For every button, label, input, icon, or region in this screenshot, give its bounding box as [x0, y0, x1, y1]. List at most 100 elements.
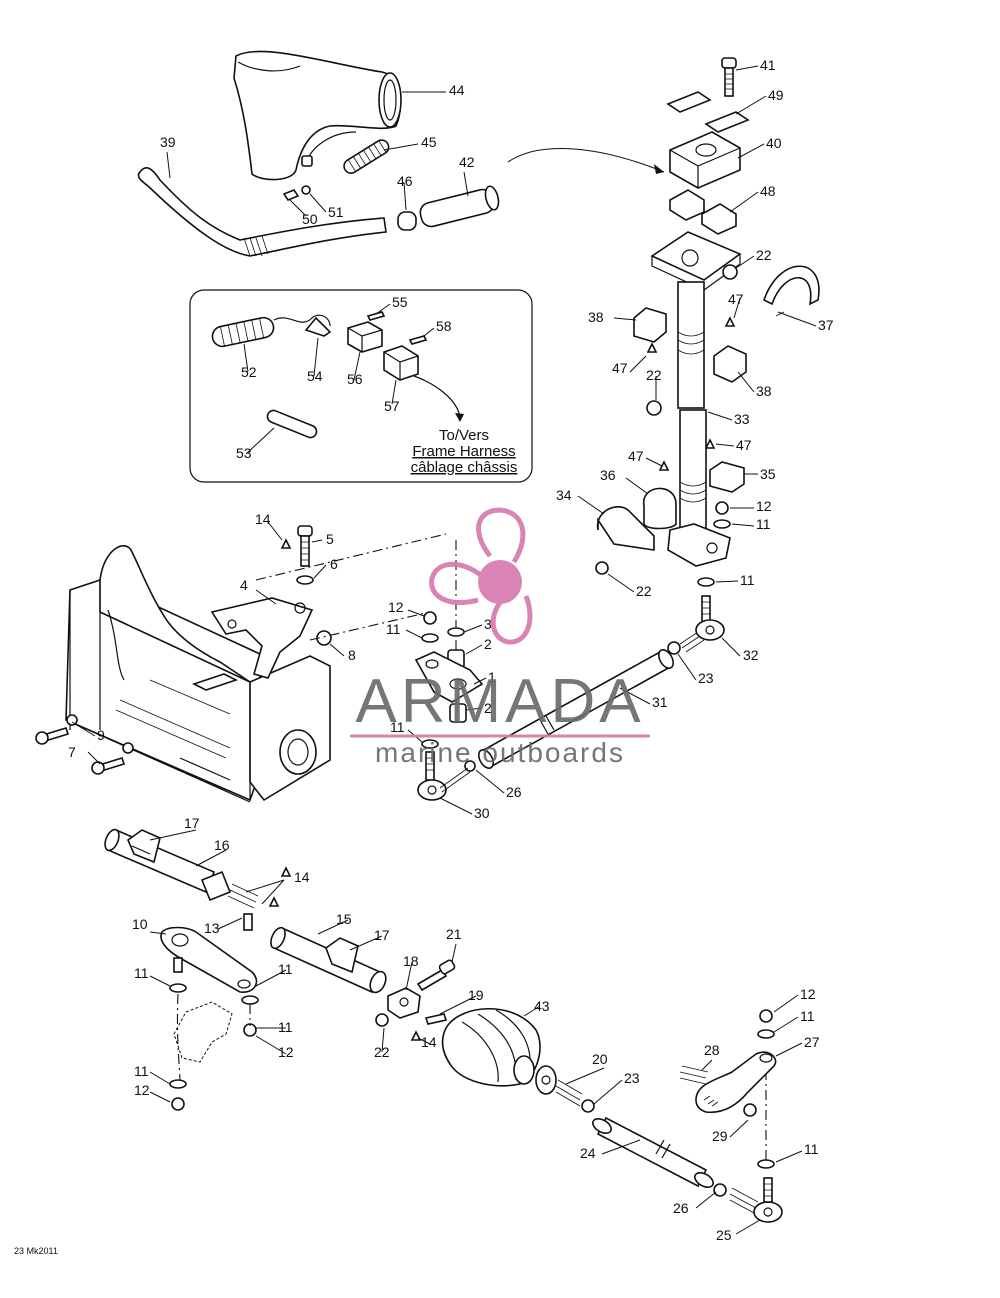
lower-shaft-group: [104, 828, 595, 1113]
inset-note: To/Vers Frame Harness câblage châssis: [411, 427, 518, 476]
watermark-brand: ARMADA: [355, 667, 644, 736]
harness-inset: [189, 289, 533, 483]
figure-code: 23 Mk2011: [14, 1246, 58, 1256]
watermark-tagline: marine outboards: [375, 737, 625, 768]
callout-47: 47: [628, 448, 644, 464]
handlebar-cover: [233, 50, 402, 181]
callout-14: 14: [421, 1034, 437, 1050]
frame-assembly: [35, 525, 457, 803]
callout-45: 45: [421, 134, 437, 150]
callout-24: 24: [580, 1145, 596, 1161]
callout-50: 50: [302, 211, 318, 227]
callout-2: 2: [484, 636, 492, 652]
callout-47: 47: [728, 291, 744, 307]
watermark: ARMADA marine outboards: [350, 507, 650, 768]
callout-11: 11: [386, 621, 401, 637]
callout-11: 11: [278, 1019, 293, 1035]
callout-4: 4: [240, 577, 248, 593]
callout-2: 2: [484, 700, 492, 716]
callout-37: 37: [818, 317, 834, 333]
callout-11: 11: [740, 572, 755, 588]
callout-53: 53: [236, 445, 252, 461]
callout-22: 22: [636, 583, 652, 599]
steering-arm-left: [160, 926, 259, 1111]
callout-6: 6: [330, 556, 338, 572]
inset-note-line2: Frame Harness: [412, 443, 515, 460]
callout-26: 26: [506, 784, 522, 800]
callout-23: 23: [698, 670, 714, 686]
callout-22: 22: [756, 247, 772, 263]
callout-39: 39: [160, 134, 176, 150]
callout-52: 52: [241, 364, 257, 380]
callout-18: 18: [403, 953, 419, 969]
callout-57: 57: [384, 398, 400, 414]
callout-40: 40: [766, 135, 782, 151]
callout-11: 11: [134, 965, 149, 981]
callout-5: 5: [326, 531, 334, 547]
callout-12: 12: [756, 498, 772, 514]
callout-23: 23: [624, 1070, 640, 1086]
callout-11: 11: [390, 719, 405, 735]
callout-54: 54: [307, 368, 323, 384]
steering-arm-right: [679, 1009, 777, 1117]
callout-56: 56: [347, 371, 363, 387]
callout-9: 9: [97, 727, 105, 743]
inset-note-line3: câblage châssis: [411, 459, 518, 476]
propeller-logo-icon: [429, 507, 533, 645]
inset-note-line1: To/Vers: [439, 427, 489, 444]
callout-17: 17: [374, 927, 390, 943]
callout-34: 34: [556, 487, 572, 503]
callout-11: 11: [756, 516, 771, 532]
callout-27: 27: [804, 1034, 820, 1050]
callout-33: 33: [734, 411, 750, 427]
callout-10: 10: [132, 916, 148, 932]
callout-15: 15: [336, 911, 352, 927]
callout-47: 47: [612, 360, 628, 376]
callout-19: 19: [468, 987, 484, 1003]
callout-11: 11: [804, 1141, 819, 1157]
handlebar-group: [137, 50, 665, 257]
callout-11: 11: [278, 961, 293, 977]
callout-30: 30: [474, 805, 490, 821]
callout-12: 12: [278, 1044, 294, 1060]
callout-22: 22: [374, 1044, 390, 1060]
callout-21: 21: [446, 926, 462, 942]
center-linkage: [414, 611, 484, 801]
callout-12: 12: [134, 1082, 150, 1098]
callout-38: 38: [588, 309, 604, 325]
callout-35: 35: [760, 466, 776, 482]
callout-22: 22: [646, 367, 662, 383]
callout-58: 58: [436, 318, 452, 334]
callout-49: 49: [768, 87, 784, 103]
callout-46: 46: [397, 173, 413, 189]
callout-12: 12: [800, 986, 816, 1002]
callout-20: 20: [592, 1051, 608, 1067]
tie-rod-lower: [592, 1070, 783, 1223]
callout-16: 16: [214, 837, 230, 853]
callout-11: 11: [800, 1008, 815, 1024]
callout-25: 25: [716, 1227, 732, 1243]
leader-lines: [71, 65, 817, 1235]
callout-32: 32: [743, 647, 759, 663]
callout-12: 12: [388, 599, 404, 615]
callout-29: 29: [712, 1128, 728, 1144]
callout-51: 51: [328, 204, 344, 220]
callout-17: 17: [184, 815, 200, 831]
callout-13: 13: [204, 920, 220, 936]
callout-42: 42: [459, 154, 475, 170]
callout-3: 3: [484, 616, 492, 632]
callout-47: 47: [736, 437, 752, 453]
callout-43: 43: [534, 998, 550, 1014]
callout-7: 7: [68, 744, 76, 760]
callout-11: 11: [134, 1063, 149, 1079]
callout-28: 28: [704, 1042, 720, 1058]
callout-44: 44: [449, 82, 465, 98]
callout-1: 1: [488, 669, 496, 685]
callout-26: 26: [673, 1200, 689, 1216]
callout-14: 14: [294, 869, 310, 885]
callout-36: 36: [600, 467, 616, 483]
steering-column: [595, 57, 820, 623]
callout-14: 14: [255, 511, 271, 527]
